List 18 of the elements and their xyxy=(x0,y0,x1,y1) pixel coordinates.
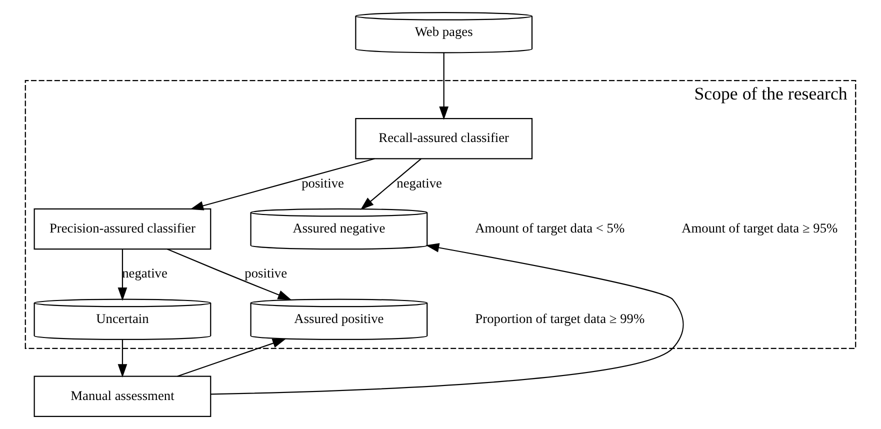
label: Proportion of target data ≥ 99% xyxy=(475,310,645,326)
edge-label: positive xyxy=(302,175,344,190)
edge-label: negative xyxy=(122,266,168,281)
edge-label: positive xyxy=(244,266,288,281)
arrow xyxy=(439,52,449,120)
arrow xyxy=(360,158,422,210)
label: Amount of target data < 5% xyxy=(475,220,625,236)
arrow xyxy=(210,243,684,395)
arrow xyxy=(177,338,286,377)
node-box: Manual assessment xyxy=(34,376,212,418)
label: Amount of target data ≥ 95% xyxy=(682,220,838,236)
node-box: Recall-assured classifier xyxy=(355,118,533,160)
arrow xyxy=(118,249,128,301)
arrow xyxy=(167,248,292,300)
arrow xyxy=(190,158,375,210)
arrow xyxy=(118,340,128,378)
edge-label: negative xyxy=(396,175,442,190)
node-box: Precision-assured classifier xyxy=(34,208,212,250)
